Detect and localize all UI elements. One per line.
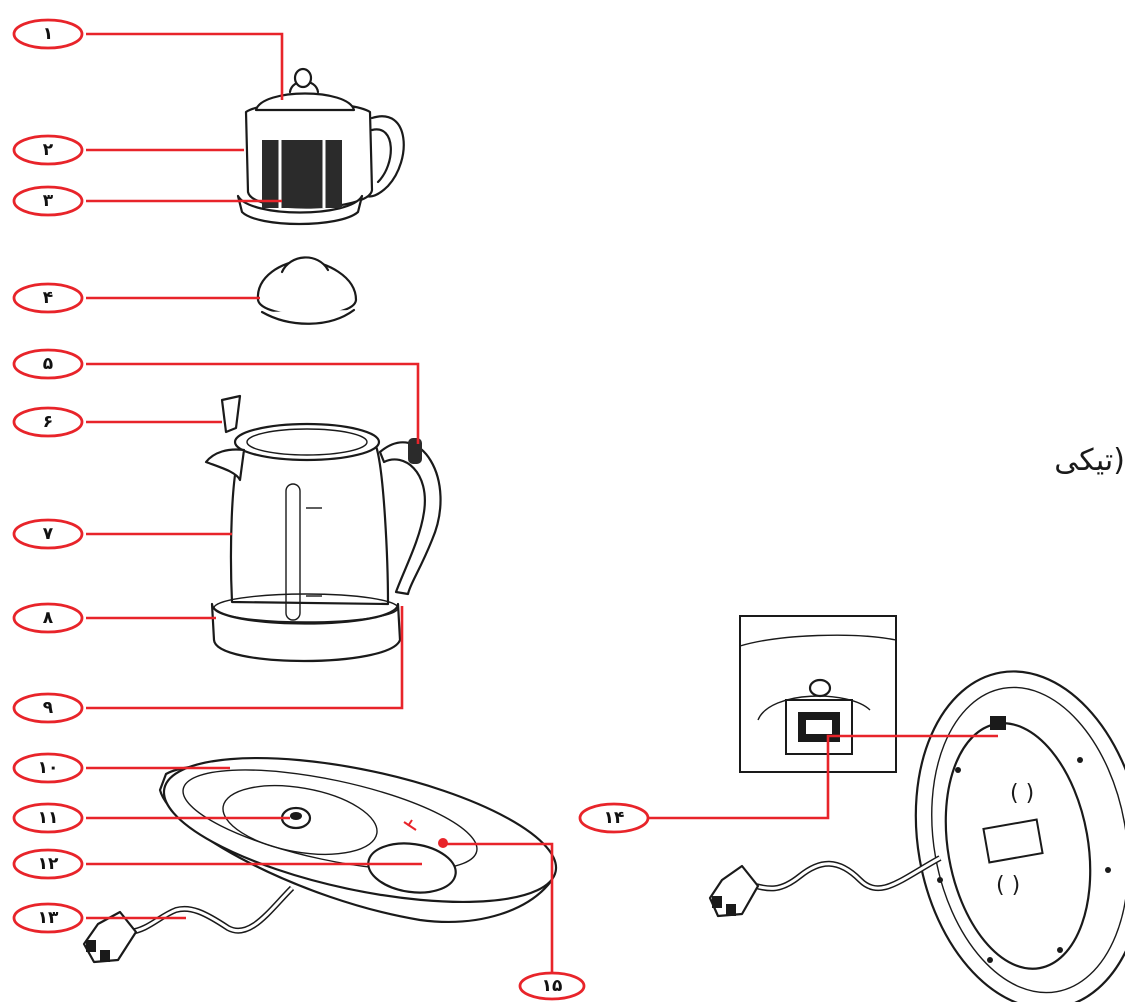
base-drawing <box>152 730 568 931</box>
callout-badge-7: ۷ <box>14 520 82 548</box>
kettle-drawing <box>206 396 441 661</box>
svg-text:۷: ۷ <box>43 524 54 544</box>
svg-text:۳: ۳ <box>43 191 54 211</box>
callout-badge-4: ۴ <box>14 284 82 312</box>
callout-badge-15: ۱۵ <box>520 973 584 999</box>
callout-badge-1: ۱ <box>14 20 82 48</box>
left-power-cord-drawing <box>84 888 292 962</box>
switch-detail-inset <box>740 616 896 772</box>
svg-text:۴: ۴ <box>43 288 53 308</box>
callout-badge-2: ۲ <box>14 136 82 164</box>
svg-text:۹: ۹ <box>43 698 54 718</box>
svg-text:( ): ( ) <box>1010 781 1034 806</box>
svg-text:۱۲: ۱۲ <box>38 854 59 874</box>
svg-text:۸: ۸ <box>43 608 54 628</box>
callout-badge-6: ۶ <box>14 408 82 436</box>
right-power-cord-drawing <box>710 858 940 916</box>
svg-text:( ): ( ) <box>996 873 1020 898</box>
svg-text:۱: ۱ <box>43 24 53 44</box>
base-underside-drawing: ( ) ( ) <box>890 653 1125 1002</box>
lid-drawing <box>258 257 356 323</box>
svg-text:۶: ۶ <box>43 412 53 432</box>
svg-text:۵: ۵ <box>43 354 53 374</box>
callout-badge-11: ۱۱ <box>14 804 82 832</box>
callout-badge-8: ۸ <box>14 604 82 632</box>
svg-text:۲: ۲ <box>43 140 54 160</box>
callout-badge-9: ۹ <box>14 694 82 722</box>
svg-text:۱۵: ۱۵ <box>542 976 563 996</box>
callout-badge-13: ۱۳ <box>14 904 82 932</box>
callout-badge-3: ۳ <box>14 187 82 215</box>
callout-badge-12: ۱۲ <box>14 850 82 878</box>
clipped-heading-text: تیکی) <box>1054 443 1125 478</box>
svg-text:۱۱: ۱۱ <box>38 808 59 828</box>
callout-badge-14: ۱۴ <box>580 804 648 832</box>
callout-badge-10: ۱۰ <box>14 754 82 782</box>
svg-text:۱۰: ۱۰ <box>38 758 59 778</box>
callout-badge-5: ۵ <box>14 350 82 378</box>
svg-text:۱۴: ۱۴ <box>604 808 625 828</box>
leader-line-1 <box>86 34 282 100</box>
svg-text:۱۳: ۱۳ <box>38 908 59 928</box>
